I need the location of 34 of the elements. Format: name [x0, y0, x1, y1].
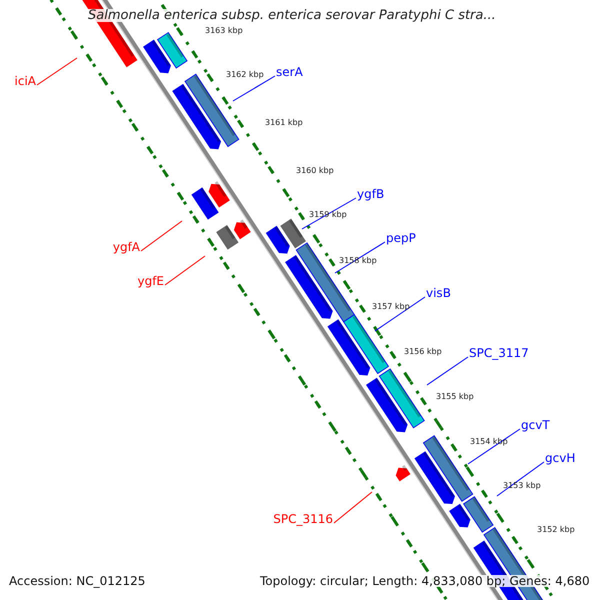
scale-label: 3159 kbp — [309, 211, 347, 219]
scale-label: 3157 kbp — [372, 303, 410, 311]
leader-line — [302, 198, 356, 230]
scale-label: 3160 kbp — [296, 167, 334, 175]
leader-line — [334, 492, 372, 524]
leader-line — [374, 296, 426, 332]
scale-label: 3152 kbp — [537, 526, 575, 534]
gene-label: serA — [276, 66, 303, 78]
leader-line — [496, 462, 544, 496]
gene-label: gcvH — [545, 452, 576, 464]
title: Salmonella enterica subsp. enterica serovar Paratyphi C stra... — [88, 9, 496, 22]
leader-line — [140, 220, 182, 252]
leader-line — [232, 76, 276, 102]
summary-text: Topology: circular; Length: 4,833,080 bp; Genes: 4,680 — [260, 575, 590, 587]
accession-text: Accession: NC_012125 — [9, 575, 146, 587]
gene-label: gcvT — [521, 419, 550, 431]
scale-label: 3163 kbp — [205, 27, 243, 35]
leader-line — [334, 242, 386, 274]
leader-line — [36, 58, 78, 86]
scale-label: 3162 kbp — [226, 71, 264, 79]
gene-label: pepP — [386, 232, 416, 244]
scale-label: 3156 kbp — [404, 348, 442, 356]
leader-line — [164, 256, 206, 286]
gene-label: ygfE — [137, 275, 164, 287]
gene-label: ygfA — [112, 241, 140, 253]
scale-label: 3161 kbp — [265, 119, 303, 127]
scale-label: 3155 kbp — [436, 393, 474, 401]
leader-line — [468, 428, 520, 464]
gene-label: SPC_3117 — [469, 347, 529, 359]
gene-label: visB — [426, 287, 451, 299]
leader-line — [426, 356, 468, 386]
gene-label: ygfB — [357, 188, 384, 200]
gene-label: iciA — [14, 75, 36, 87]
gene-label: SPC_3116 — [273, 513, 333, 525]
